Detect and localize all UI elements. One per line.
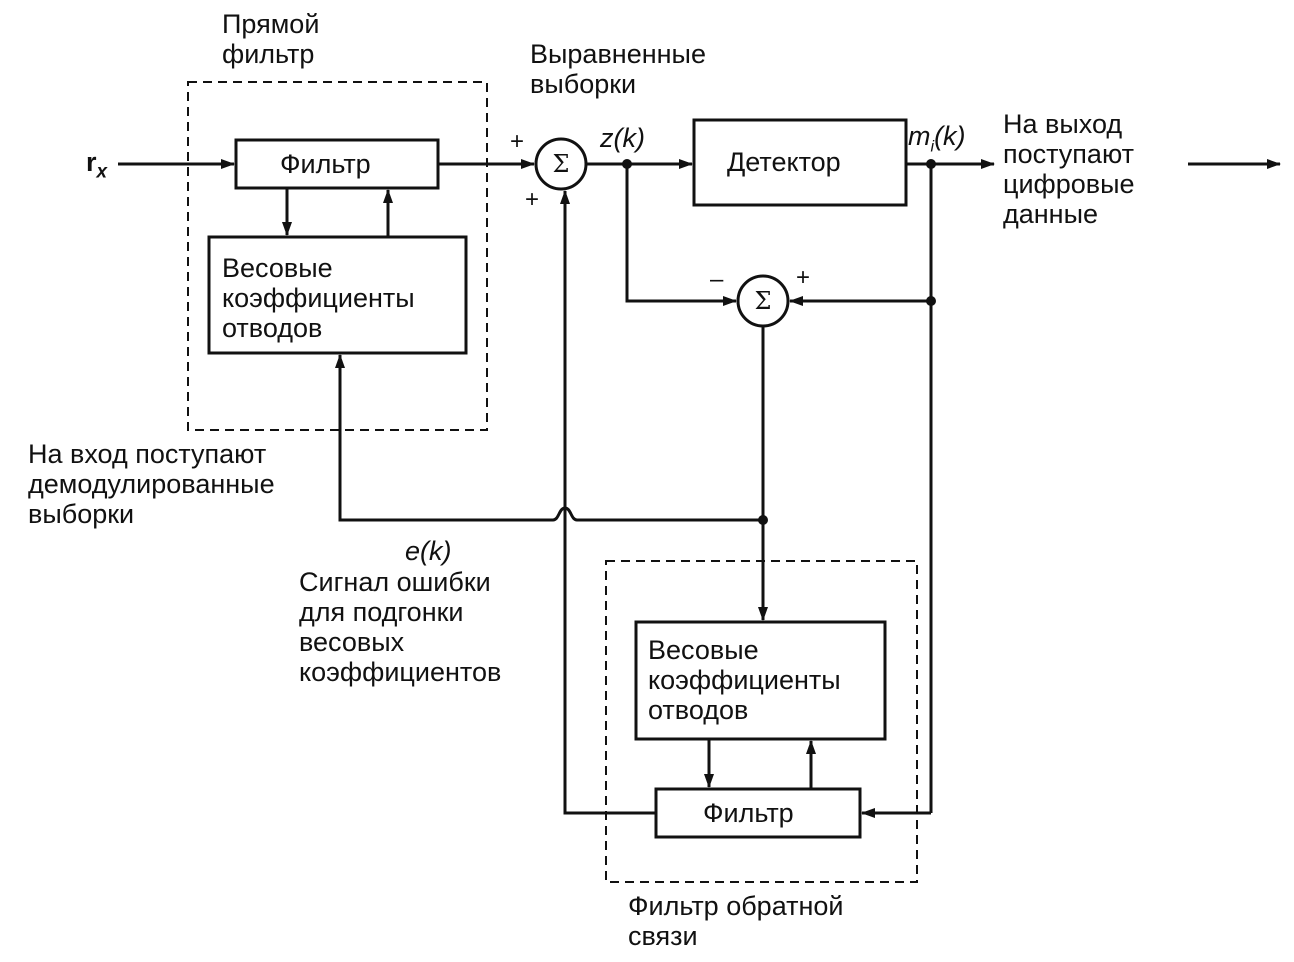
output-line-3: цифровые — [1003, 169, 1135, 199]
forward-weights-line-1: Весовые — [222, 253, 333, 283]
summer-1-plus-top: + — [510, 128, 525, 155]
summer-1-symbol: Σ — [552, 150, 570, 178]
error-junction-dot — [758, 515, 768, 525]
summer-2-plus: + — [796, 264, 811, 291]
input-subscript: x — [96, 161, 108, 183]
mk-subscript: i — [930, 138, 935, 156]
feedback-weights-line-1: Весовые — [648, 635, 759, 665]
forward-filter-title-2: фильтр — [222, 39, 315, 69]
input-symbol: r — [86, 147, 97, 177]
ek-label: e(k) — [405, 536, 452, 566]
forward-weights-line-2: коэффициенты — [222, 283, 415, 313]
input-note-1: На вход поступают — [28, 439, 267, 469]
summer-1-plus-bottom: + — [525, 186, 540, 213]
feedback-weights-line-3: отводов — [648, 695, 749, 725]
mk-arg: (k) — [934, 121, 966, 151]
summer-2-symbol: Σ — [754, 287, 772, 315]
feedback-filter-title-2: связи — [628, 921, 698, 951]
output-line-2: поступают — [1003, 139, 1134, 169]
input-note-2: демодулированные — [28, 469, 275, 499]
forward-filter-label: Фильтр — [280, 149, 371, 179]
zk-label: z(k) — [600, 123, 645, 153]
forward-filter-enclosure — [187, 81, 488, 431]
feedback-filter-title-1: Фильтр обратной — [628, 891, 844, 921]
output-line-4: данные — [1003, 199, 1099, 229]
input-signal-label: rx — [86, 148, 107, 186]
mk-junction-dot — [926, 159, 936, 169]
error-signal-3: весовых — [299, 627, 405, 657]
forward-filter-title-1: Прямой — [222, 9, 320, 39]
input-note-3: выборки — [28, 499, 135, 529]
output-line-1: На выход — [1003, 109, 1123, 139]
error-signal-2: для подгонки — [299, 597, 464, 627]
feedback-filter-label: Фильтр — [703, 798, 794, 828]
detector-block — [692, 118, 908, 207]
forward-weights-block — [207, 235, 468, 355]
feedback-filter-block — [654, 787, 862, 839]
mk-junction-dot-2 — [926, 296, 936, 306]
mk-label: mi(k) — [908, 122, 966, 161]
detector-label: Детектор — [727, 147, 841, 177]
feedback-weights-line-2: коэффициенты — [648, 665, 841, 695]
equalized-samples-2: выборки — [530, 69, 637, 99]
equalized-samples-1: Выравненные — [530, 39, 706, 69]
feedback-weights-block — [634, 620, 887, 741]
mk-symbol: m — [908, 121, 931, 151]
error-to-forward-weights-arrow — [335, 354, 763, 522]
summer-2-minus: – — [710, 266, 724, 293]
error-signal-1: Сигнал ошибки — [299, 567, 491, 597]
zk-junction-dot — [622, 159, 632, 169]
zk-branch-arrow — [625, 164, 737, 306]
error-signal-4: коэффициентов — [299, 657, 502, 687]
feedback-to-summer1-arrow — [560, 190, 656, 815]
forward-weights-line-3: отводов — [222, 313, 323, 343]
